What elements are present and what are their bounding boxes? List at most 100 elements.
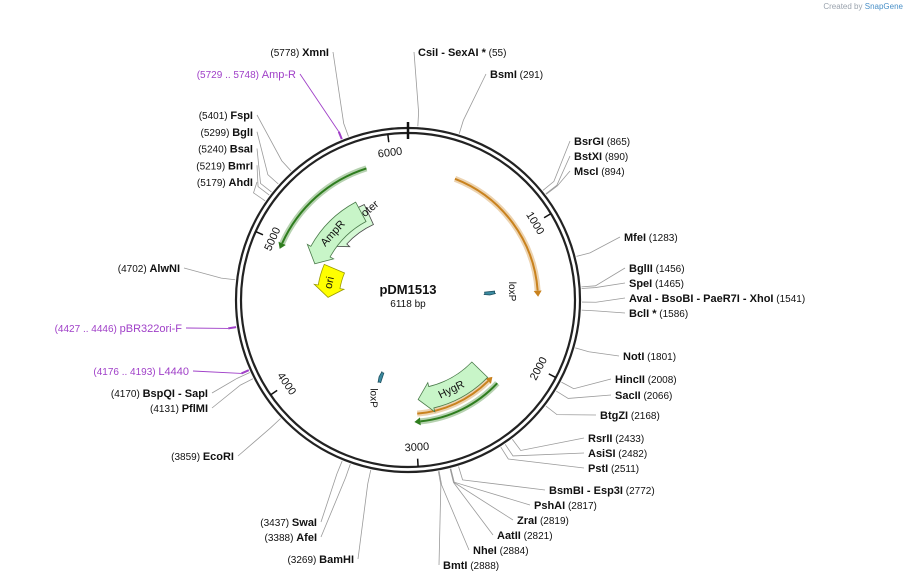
- site-label-rsrii: RsrII (2433): [588, 433, 644, 445]
- enzyme-name: BmrI: [228, 160, 253, 172]
- enzyme-name: AsiSI: [588, 448, 616, 460]
- orf-arc-glow: [453, 175, 541, 291]
- map-center: pDM1513 6118 bp: [379, 282, 436, 310]
- tick-label: 6000: [377, 146, 403, 161]
- enzyme-name: BmtI: [443, 560, 467, 572]
- backbone: [234, 122, 582, 474]
- enzyme-name: ZraI: [517, 515, 537, 527]
- site-position: (291): [517, 70, 543, 81]
- site-position: (5240): [198, 145, 230, 156]
- site-label-avai: AvaI - BsoBI - PaeR7I - XhoI (1541): [629, 293, 805, 305]
- enzyme-name: CsiI: [418, 47, 438, 59]
- site-position: (2482): [616, 449, 648, 460]
- site-position: (3388): [265, 533, 297, 544]
- orf-arrowhead: [278, 241, 286, 249]
- site-label-ahdi: (5179) AhdI: [197, 177, 253, 189]
- site-position: (3269): [287, 555, 319, 566]
- site-label-csii: CsiI - SexAI * (55): [418, 47, 506, 59]
- tick-mark: [387, 134, 390, 143]
- enzyme-name: BsaI: [230, 144, 253, 156]
- site-leader: [413, 51, 420, 127]
- site-label-aatii: AatII (2821): [497, 530, 553, 542]
- site-position: (4131): [150, 404, 182, 415]
- site-leader: [545, 155, 571, 195]
- site-label-bsrgi: BsrGI (865): [574, 136, 630, 148]
- enzyme-name: AhdI: [229, 177, 253, 189]
- site-label-ecori: (3859) EcoRI: [171, 451, 234, 463]
- site-leader: [320, 464, 351, 538]
- site-label-bspqi: (4170) BspQI - SapI: [111, 388, 208, 400]
- enzyme-name: PshAI: [534, 500, 565, 512]
- enzyme-name: AfeI: [296, 532, 317, 544]
- primer-range: (4427 .. 4446): [55, 324, 120, 335]
- tick-label: 5000: [262, 226, 283, 253]
- site-position: (2066): [641, 391, 673, 402]
- site-position: (5299): [201, 128, 233, 139]
- enzyme-name: - BsoBI: [652, 293, 694, 305]
- site-label-pshai: PshAI (2817): [534, 500, 597, 512]
- enzyme-name: BsrGI: [574, 136, 604, 148]
- enzyme-name: MfeI: [624, 232, 646, 244]
- site-label-pflmi: (4131) PflMI: [150, 403, 208, 415]
- site-position: (1283): [646, 233, 678, 244]
- credit-prefix: Created by: [823, 2, 863, 11]
- site-position: (2884): [497, 546, 529, 557]
- enzyme-name: - PaeR7I: [693, 293, 739, 305]
- site-leader: [575, 347, 620, 357]
- primer-name: pBR322ori-F: [120, 323, 183, 335]
- site-label-alwni: (4702) AlwNI: [118, 263, 180, 275]
- site-position: (865): [604, 137, 630, 148]
- site-label-bcli: BclI * (1586): [629, 308, 688, 320]
- site-leader: [438, 471, 442, 566]
- site-label-sacii: SacII (2066): [615, 390, 672, 402]
- enzyme-name: BglII: [629, 263, 653, 275]
- site-labels: CsiI - SexAI * (55) BsmI (291) BsrGI (865)…: [55, 47, 806, 572]
- feature-ori: [313, 263, 346, 298]
- site-label-hincii: HincII (2008): [615, 374, 677, 386]
- enzyme-name: BstXI: [574, 151, 602, 163]
- tick-label: 4000: [274, 371, 298, 398]
- site-leader: [576, 236, 621, 257]
- feature-label: loxP: [368, 388, 379, 408]
- enzyme-name: RsrII: [588, 433, 612, 445]
- site-leader: [561, 378, 612, 390]
- enzyme-name: XmnI: [302, 47, 329, 59]
- site-leader: [256, 131, 279, 185]
- site-position: (2772): [623, 486, 655, 497]
- site-leader: [357, 469, 372, 560]
- orf-arrowhead: [533, 290, 542, 297]
- orf-arc: [454, 177, 539, 291]
- orf-arrowhead: [414, 417, 421, 426]
- site-label-mfei: MfeI (1283): [624, 232, 678, 244]
- site-label-noti: NotI (1801): [623, 351, 676, 363]
- site-position: (5219): [196, 161, 228, 172]
- site-label-bglii: BglII (1456): [629, 263, 685, 275]
- enzyme-name: - Esp3I: [584, 485, 623, 497]
- feature-label: loxP: [506, 282, 517, 302]
- site-label-swai: (3437) SwaI: [260, 517, 317, 529]
- site-label-bamhi: (3269) BamHI: [287, 554, 354, 566]
- orf-arrowhead: [485, 376, 493, 384]
- feature-ampr: [306, 201, 367, 265]
- enzyme-name: BclI *: [629, 308, 657, 320]
- enzyme-name: - XhoI: [740, 293, 774, 305]
- site-position: (2817): [565, 501, 597, 512]
- tick-label: 2000: [528, 355, 550, 382]
- site-label-spei: SpeI (1465): [629, 278, 684, 290]
- enzyme-name: BglI: [232, 127, 253, 139]
- tick-mark: [548, 373, 557, 379]
- site-position: (55): [486, 48, 507, 59]
- site-label-xmni: (5778) XmnI: [270, 47, 329, 59]
- site-position: (1456): [653, 264, 685, 275]
- enzyme-name: BsmI: [490, 69, 517, 81]
- site-position: (3437): [260, 518, 292, 529]
- site-leader: [556, 390, 612, 399]
- primer-leader: [192, 370, 242, 374]
- plasmid-name: pDM1513: [379, 282, 436, 297]
- site-label-bsmbi: BsmBI - Esp3I (2772): [549, 485, 655, 497]
- enzyme-name: SpeI: [629, 278, 652, 290]
- site-leader: [545, 170, 571, 195]
- orf-arc: [420, 382, 498, 423]
- site-label-btgzi: BtgZI (2168): [600, 410, 660, 422]
- feature-hygr: [417, 361, 489, 413]
